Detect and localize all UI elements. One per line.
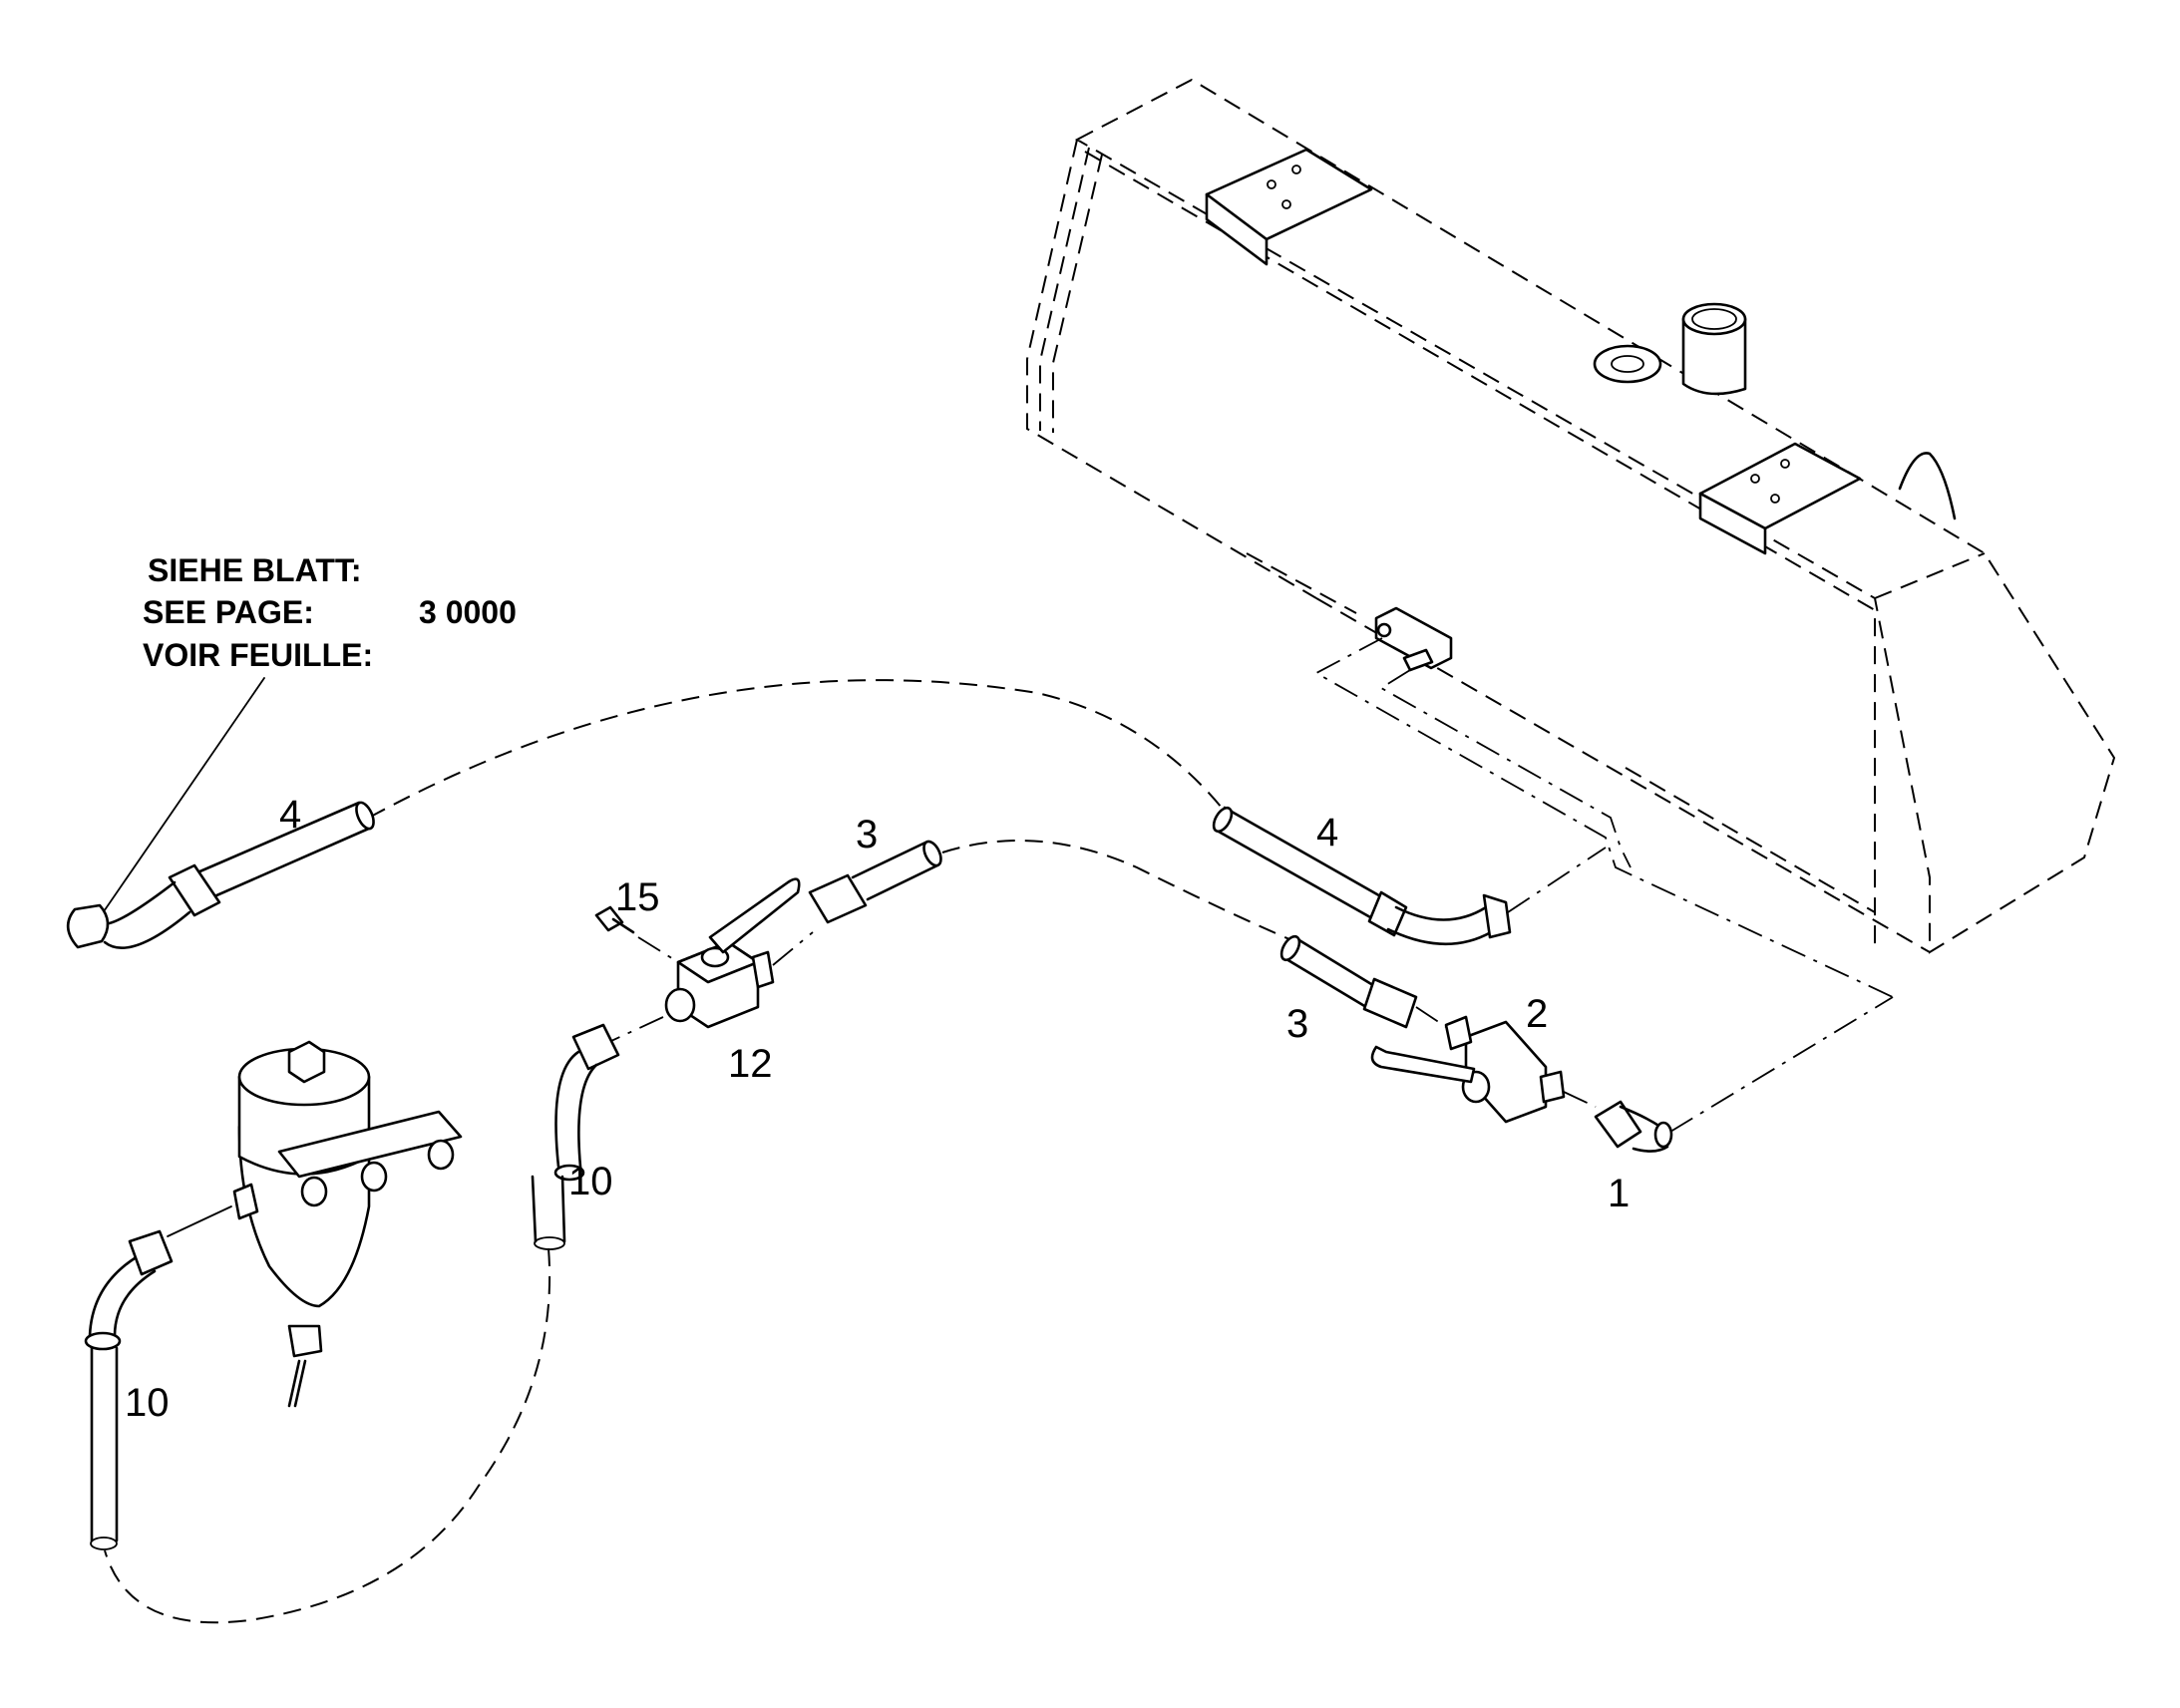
hose-4-right-nut: [1482, 893, 1512, 939]
fuel-filter-water-separator: [167, 1040, 463, 1408]
note-line-1: SIEHE BLATT:: [148, 552, 362, 588]
callout-3-upper: 3: [856, 813, 878, 856]
hose-3-upper: [808, 840, 1297, 943]
callout-10-left: 10: [125, 1381, 170, 1425]
filter-bolt-head: [287, 1040, 326, 1084]
valve-12-lever: [708, 877, 801, 954]
hose-4-right: [1212, 806, 1607, 946]
hose-10-middle: [104, 1023, 620, 1624]
tank-sender-flange: [1593, 344, 1662, 384]
tank-filler-neck: [1681, 302, 1747, 396]
callout-2: 2: [1526, 992, 1548, 1036]
hose-3-upper-nut: [808, 873, 868, 924]
callout-15: 15: [615, 875, 660, 919]
hose-10-middle-nut: [571, 1023, 620, 1071]
fuel-tank: [1026, 78, 2116, 998]
tank-handle: [1898, 452, 1957, 520]
elbow-fitting-1: [1594, 996, 1894, 1153]
filter-drain-valve: [287, 1324, 323, 1358]
note-leader-line: [99, 677, 265, 918]
hose-4-left-nut: [66, 903, 110, 949]
ball-valve-12: [597, 877, 814, 1048]
hose-3-lower-nut: [1362, 977, 1418, 1029]
note-line-3: VOIR FEUILLE:: [143, 637, 373, 673]
screw-15: [594, 905, 679, 963]
hose-10-left-nut: [128, 1229, 174, 1276]
callout-10-middle: 10: [568, 1160, 613, 1203]
callout-12: 12: [728, 1042, 773, 1086]
note-line-2: SEE PAGE:: [143, 594, 314, 630]
valve-2-lever: [1370, 1045, 1476, 1084]
hose-3-lower: [1279, 934, 1418, 1029]
hose-10-left: [84, 1229, 174, 1550]
hose-4-left: [66, 679, 1223, 949]
callout-4-left: 4: [279, 793, 301, 837]
callout-4-right: 4: [1316, 811, 1338, 854]
callout-3-lower: 3: [1286, 1002, 1308, 1046]
tank-outlet-block: [1374, 606, 1453, 672]
ball-valve-2: [1370, 1006, 1597, 1124]
reference-note: SIEHE BLATT: SEE PAGE: 3 0000 VOIR FEUIL…: [99, 552, 517, 918]
note-page-reference: 3 0000: [419, 594, 517, 630]
callout-1: 1: [1608, 1172, 1630, 1215]
filter-mount-bracket: [277, 1110, 463, 1179]
